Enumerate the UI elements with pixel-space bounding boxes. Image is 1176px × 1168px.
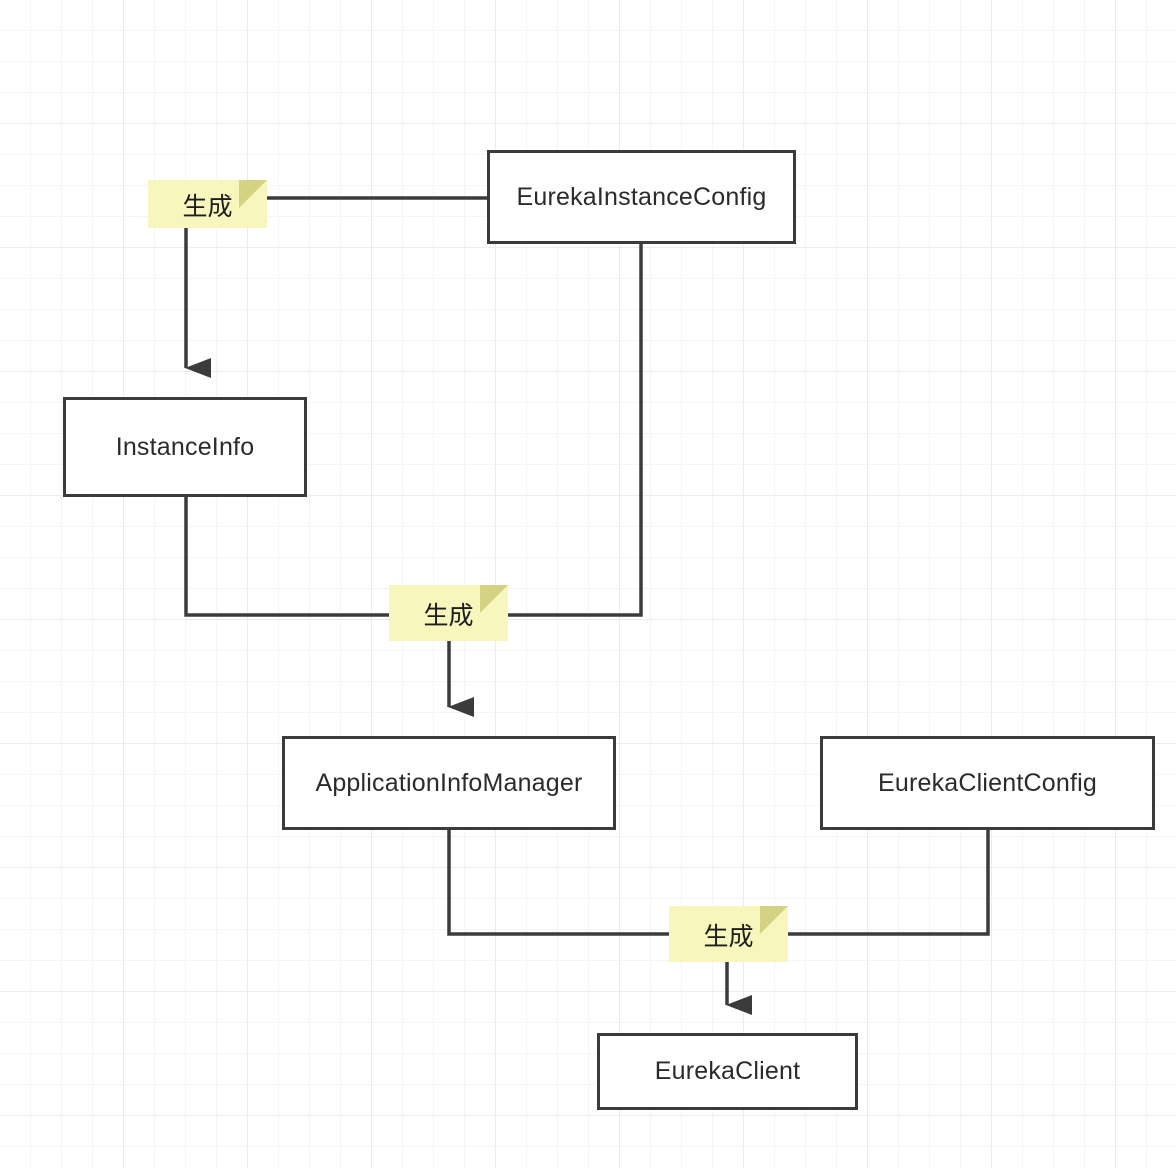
edge-app-info-manager-to-note3 — [447, 830, 669, 936]
page-fold-icon — [480, 585, 508, 613]
note-generate-instance-info[interactable]: 生成 — [148, 180, 267, 228]
note-generate-app-info-manager[interactable]: 生成 — [389, 585, 508, 641]
node-eureka-instance-config[interactable]: EurekaInstanceConfig — [487, 150, 796, 244]
node-label: EurekaInstanceConfig — [516, 182, 767, 211]
node-label: EurekaClient — [654, 1057, 801, 1085]
page-fold-icon — [760, 906, 788, 934]
page-fold-icon — [239, 180, 267, 208]
node-eureka-client[interactable]: EurekaClient — [597, 1033, 858, 1110]
node-application-info-manager[interactable]: ApplicationInfoManager — [282, 736, 616, 830]
node-eureka-client-config[interactable]: EurekaClientConfig — [820, 736, 1155, 830]
note-generate-eureka-client[interactable]: 生成 — [669, 906, 788, 962]
edge-config-to-note2 — [508, 244, 643, 617]
node-label: EurekaClientConfig — [878, 768, 1097, 797]
node-label: ApplicationInfoManager — [315, 768, 583, 797]
node-instance-info[interactable]: InstanceInfo — [63, 397, 307, 497]
edge-instance-info-to-note2 — [184, 497, 389, 617]
note-label: 生成 — [423, 602, 474, 630]
edge-client-config-to-note3 — [788, 830, 990, 936]
node-label: InstanceInfo — [115, 432, 255, 461]
note-label: 生成 — [182, 193, 233, 221]
note-label: 生成 — [703, 923, 754, 951]
